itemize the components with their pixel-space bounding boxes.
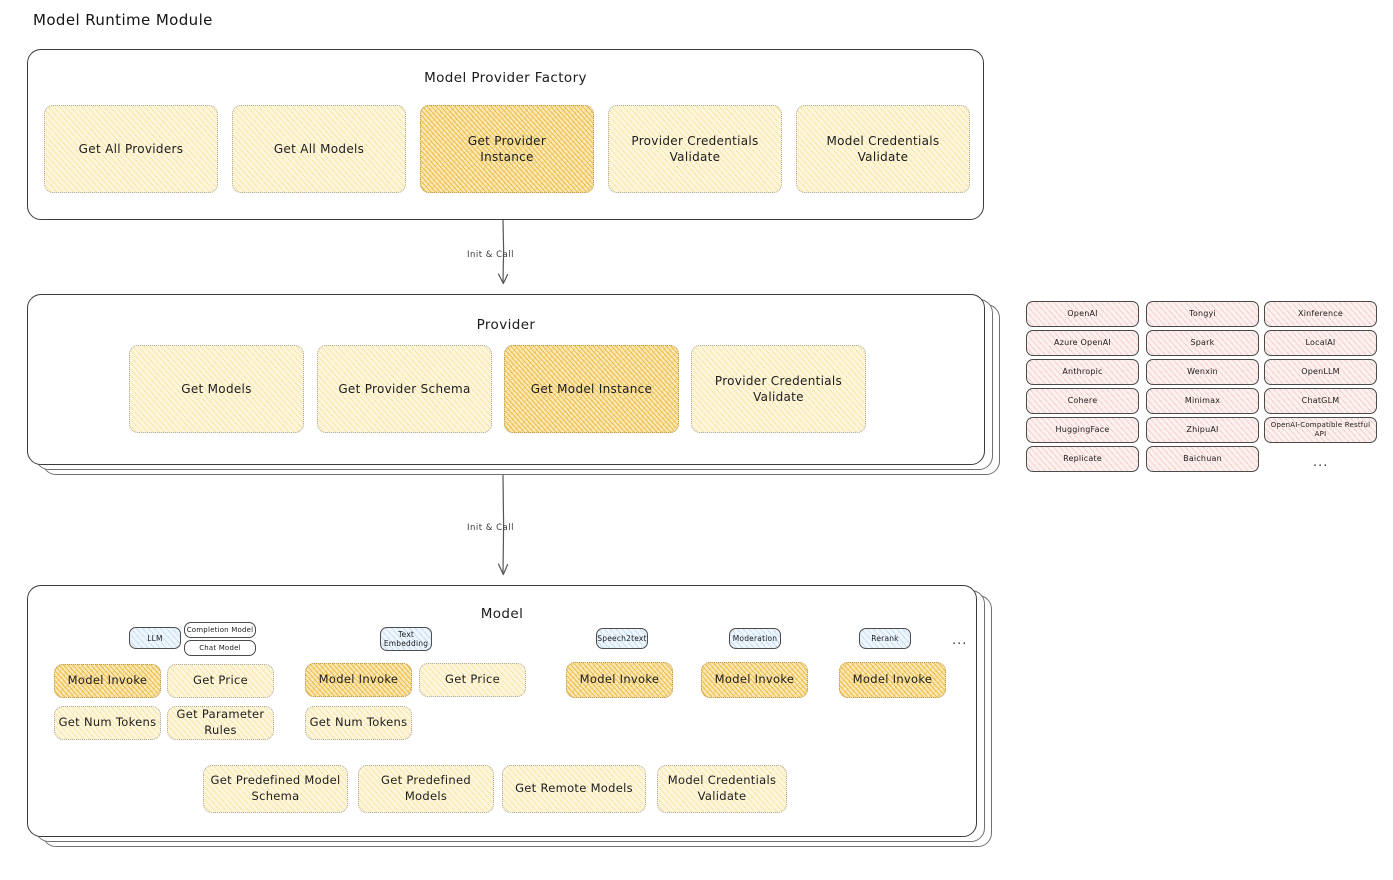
factory-node-provider-credentials-validate[interactable]: Provider Credentials Validate — [608, 105, 782, 193]
provider-chip-spark[interactable]: Spark — [1146, 330, 1259, 356]
provider-chip-openai[interactable]: OpenAI — [1026, 301, 1139, 327]
provider-chip-cohere[interactable]: Cohere — [1026, 388, 1139, 414]
arrow-down-icon — [497, 219, 509, 285]
model-shared-model-credentials-validate[interactable]: Model Credentials Validate — [657, 765, 787, 813]
provider-chip-huggingface[interactable]: HuggingFace — [1026, 417, 1139, 443]
arrow-label-init-and-call-1: Init & Call — [467, 250, 514, 260]
llm-method-get-parameter-rules[interactable]: Get Parameter Rules — [167, 706, 274, 740]
provider-chip-openllm[interactable]: OpenLLM — [1264, 359, 1377, 385]
rerank-method-model-invoke[interactable]: Model Invoke — [839, 662, 946, 698]
model-shared-get-predefined-models[interactable]: Get Predefined Models — [358, 765, 494, 813]
provider-node-provider-credentials-validate[interactable]: Provider Credentials Validate — [691, 345, 866, 433]
model-subchip-completion-model[interactable]: Completion Model — [184, 622, 256, 638]
model-type-badge-moderation[interactable]: Moderation — [729, 628, 781, 649]
provider-chip-localai[interactable]: LocalAI — [1264, 330, 1377, 356]
provider-chip-openai-compatible-restful-api[interactable]: OpenAI-Compatible Restful API — [1264, 417, 1377, 443]
provider-chip-wenxin[interactable]: Wenxin — [1146, 359, 1259, 385]
provider-label: Provider — [476, 317, 536, 333]
model-type-badge-text-embedding[interactable]: Text Embedding — [380, 627, 432, 651]
arrow-provider-to-model: Init & Call — [467, 474, 540, 585]
model-type-badge-llm[interactable]: LLM — [129, 627, 181, 649]
provider-node-get-models[interactable]: Get Models — [129, 345, 304, 433]
model-shared-get-remote-models[interactable]: Get Remote Models — [502, 765, 646, 813]
provider-chip-tongyi[interactable]: Tongyi — [1146, 301, 1259, 327]
provider-chip-xinference[interactable]: Xinference — [1264, 301, 1377, 327]
factory-node-model-credentials-validate[interactable]: Model Credentials Validate — [796, 105, 970, 193]
arrow-label-init-and-call-2: Init & Call — [467, 523, 514, 533]
model-type-badge-speech2text[interactable]: Speech2text — [596, 628, 648, 649]
provider-chip-minimax[interactable]: Minimax — [1146, 388, 1259, 414]
provider-chip-baichuan[interactable]: Baichuan — [1146, 446, 1259, 472]
provider-chip-anthropic[interactable]: Anthropic — [1026, 359, 1139, 385]
text-embedding-method-model-invoke[interactable]: Model Invoke — [305, 663, 412, 697]
model-label: Model — [480, 606, 524, 622]
provider-list-more-ellipsis: ... — [1313, 455, 1329, 470]
provider-chip-zhipuai[interactable]: ZhipuAI — [1146, 417, 1259, 443]
llm-method-model-invoke[interactable]: Model Invoke — [54, 664, 161, 698]
moderation-method-model-invoke[interactable]: Model Invoke — [701, 662, 808, 698]
model-shared-get-predefined-model-schema[interactable]: Get Predefined Model Schema — [203, 765, 348, 813]
provider-node-get-provider-schema[interactable]: Get Provider Schema — [317, 345, 492, 433]
model-subchip-chat-model[interactable]: Chat Model — [184, 640, 256, 656]
provider-chip-azure-openai[interactable]: Azure OpenAI — [1026, 330, 1139, 356]
llm-method-get-price[interactable]: Get Price — [167, 664, 274, 698]
text-embedding-method-get-price[interactable]: Get Price — [419, 663, 526, 697]
provider-node-get-model-instance[interactable]: Get Model Instance — [504, 345, 679, 433]
provider-chip-chatglm[interactable]: ChatGLM — [1264, 388, 1377, 414]
page-title: Model Runtime Module — [33, 11, 213, 29]
text-embedding-method-get-num-tokens[interactable]: Get Num Tokens — [305, 706, 412, 740]
factory-node-get-all-models[interactable]: Get All Models — [232, 105, 406, 193]
provider-chip-replicate[interactable]: Replicate — [1026, 446, 1139, 472]
model-provider-factory-label: Model Provider Factory — [424, 70, 587, 86]
speech2text-method-model-invoke[interactable]: Model Invoke — [566, 662, 673, 698]
model-types-more-ellipsis: ... — [952, 633, 968, 648]
factory-node-get-all-providers[interactable]: Get All Providers — [44, 105, 218, 193]
llm-method-get-num-tokens[interactable]: Get Num Tokens — [54, 706, 161, 740]
factory-node-get-provider-instance[interactable]: Get Provider Instance — [420, 105, 594, 193]
arrow-factory-to-provider: Init & Call — [467, 219, 540, 300]
model-type-badge-rerank[interactable]: Rerank — [859, 628, 911, 649]
arrow-down-icon — [497, 474, 509, 576]
